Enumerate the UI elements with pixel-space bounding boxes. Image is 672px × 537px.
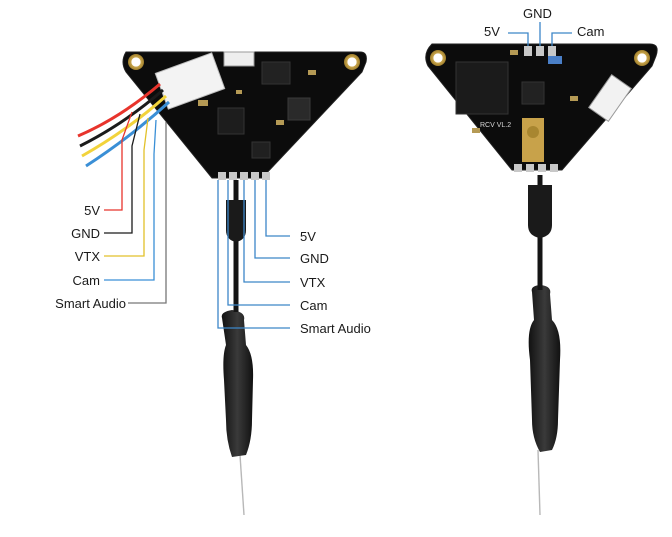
left-smd-1 — [198, 100, 208, 106]
left-pad-4 — [251, 172, 259, 180]
label-left-smart-audio: Smart Audio — [55, 296, 126, 311]
left-callouts — [104, 111, 167, 304]
right-mount-hole-2 — [634, 50, 650, 66]
top-callout-cam — [551, 32, 572, 46]
left-mount-hole-2 — [344, 54, 360, 70]
pin-callout-cam — [227, 180, 290, 306]
right-top-pad-gnd — [536, 46, 544, 56]
callout-audio-left — [128, 122, 167, 304]
right-vtx-board — [425, 43, 658, 516]
callout-5v-left — [104, 111, 133, 211]
right-smd-1 — [510, 50, 518, 55]
right-pad-1 — [514, 164, 522, 172]
top-pin-callouts — [508, 22, 572, 46]
wire-blue-bundle — [85, 100, 171, 168]
pin-callout-audio — [217, 180, 290, 329]
left-smd-2 — [276, 120, 284, 125]
left-pad-1 — [218, 172, 226, 180]
right-antenna-tip — [537, 449, 541, 516]
right-ufl-connector — [522, 118, 544, 162]
left-smd-4 — [236, 90, 242, 94]
left-top-connector — [223, 51, 255, 67]
left-vtx-board — [77, 51, 367, 516]
left-chip-4 — [251, 141, 271, 159]
board-marking: RCV VL.2 — [480, 122, 512, 129]
pin-callouts — [217, 180, 290, 329]
label-left-gnd: GND — [71, 226, 100, 241]
label-top-5v: 5V — [484, 24, 500, 39]
right-chip-2 — [521, 81, 545, 105]
right-pad-3 — [538, 164, 546, 172]
right-pad-2 — [526, 164, 534, 172]
left-pad-5 — [262, 172, 270, 180]
label-pin-gnd: GND — [300, 251, 329, 266]
right-smd-2 — [570, 96, 578, 101]
pin-callout-5v — [265, 180, 290, 237]
right-antenna-sleeve — [528, 285, 561, 452]
left-pcb — [122, 51, 367, 179]
left-smd-3 — [308, 70, 316, 75]
left-chip-3 — [261, 61, 291, 85]
right-coax-connector — [528, 185, 552, 238]
right-button — [588, 74, 632, 122]
top-callout-5v — [508, 32, 529, 46]
wire-black-bundle — [79, 88, 164, 148]
wire-yellow-bundle — [81, 94, 168, 158]
pin-callout-gnd — [254, 180, 290, 259]
label-pin-vtx: VTX — [300, 275, 326, 290]
left-chip-2 — [287, 97, 311, 121]
label-left-vtx: VTX — [74, 249, 100, 264]
callout-vtx-left — [104, 117, 149, 257]
left-pad-2 — [229, 172, 237, 180]
label-pin-5v: 5V — [300, 229, 316, 244]
right-ufl-socket — [527, 126, 539, 138]
pin-callout-vtx — [243, 180, 290, 283]
right-mcu-chip — [455, 61, 509, 115]
callout-gnd-left — [104, 113, 141, 234]
label-top-cam: Cam — [577, 24, 605, 39]
left-coax-connector — [226, 200, 246, 242]
label-top-gnd: GND — [523, 6, 552, 21]
left-chip-1 — [217, 107, 245, 135]
right-top-pad-5v — [524, 46, 532, 56]
left-antenna-sleeve — [221, 310, 254, 457]
right-smd-3 — [472, 128, 480, 133]
left-pad-3 — [240, 172, 248, 180]
left-antenna-tip — [239, 454, 245, 516]
right-pad-4 — [550, 164, 558, 172]
left-mount-hole-1 — [128, 54, 144, 70]
right-mount-hole-1 — [430, 50, 446, 66]
label-pin-smart-audio: Smart Audio — [300, 321, 371, 336]
callout-cam-left — [104, 119, 157, 281]
right-top-pad-cam — [548, 46, 556, 56]
label-left-5v: 5V — [84, 203, 100, 218]
label-left-cam: Cam — [72, 273, 100, 288]
right-led — [548, 56, 562, 64]
wire-red-bundle — [77, 82, 161, 138]
label-pin-cam: Cam — [300, 298, 328, 313]
